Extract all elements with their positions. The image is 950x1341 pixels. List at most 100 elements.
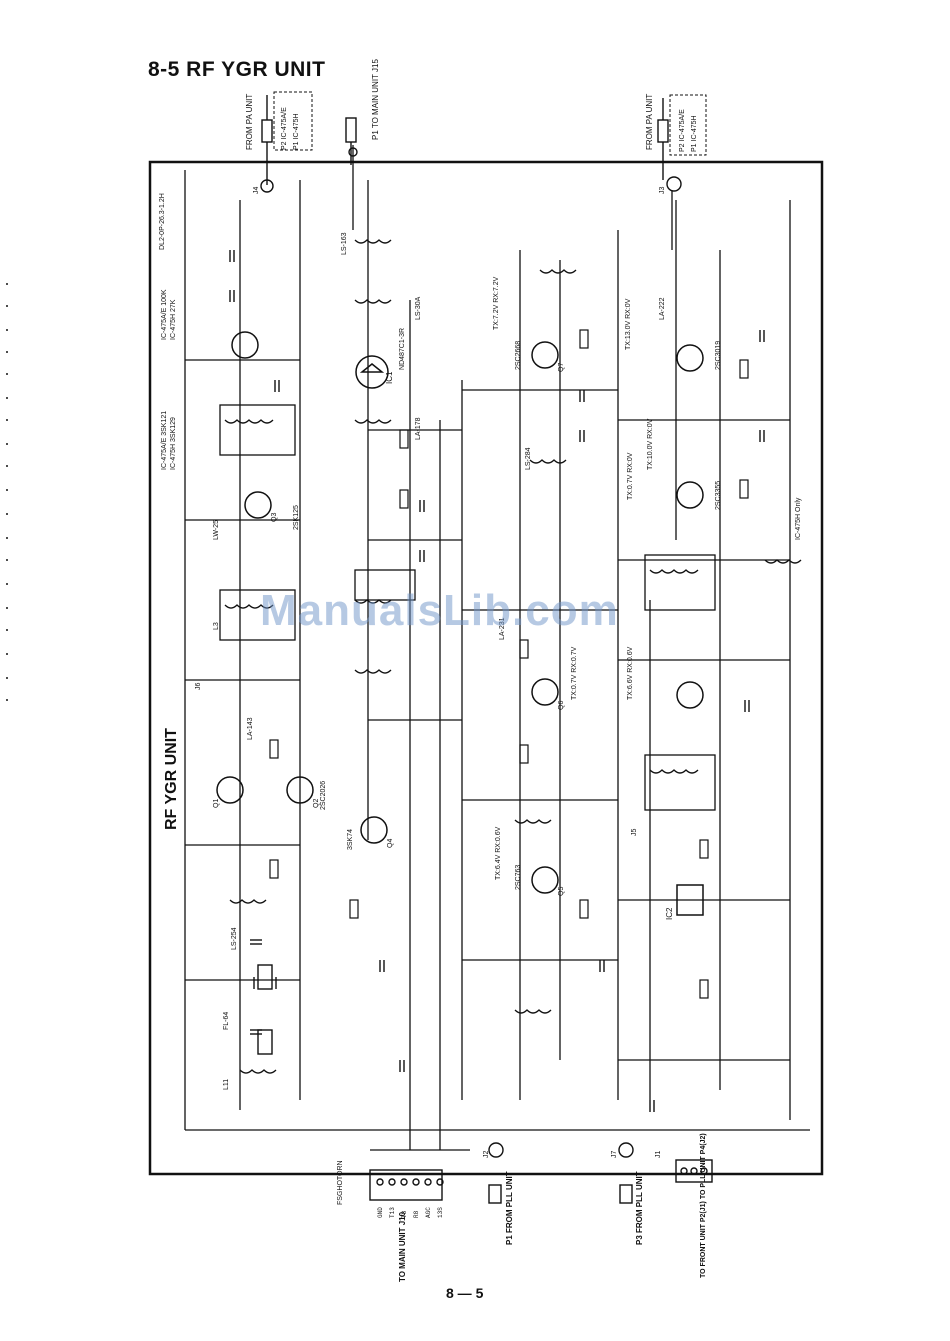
watermark: ManualsLib.com: [260, 586, 619, 635]
svg-text:FROM PA UNIT: FROM PA UNIT: [645, 94, 654, 150]
svg-text:P2 IC-475A/E: P2 IC-475A/E: [679, 109, 686, 152]
svg-text:R8: R8: [413, 1210, 420, 1218]
svg-text:J5: J5: [631, 829, 638, 837]
transistor-q2: [286, 776, 314, 804]
svg-text:2SC3019: 2SC3019: [715, 341, 722, 370]
transistor-q1: [216, 776, 244, 804]
svg-text:TX:6.6V RX:0.6V: TX:6.6V RX:0.6V: [627, 646, 634, 700]
transistor-q9: [676, 681, 704, 709]
svg-text:Q6: Q6: [558, 701, 565, 710]
svg-text:2SC2026: 2SC2026: [320, 781, 327, 810]
svg-text:LA-178: LA-178: [415, 417, 422, 440]
svg-text:FL-64: FL-64: [223, 1012, 230, 1030]
svg-text:T13: T13: [389, 1207, 396, 1218]
svg-text:P1 IC-475H: P1 IC-475H: [691, 115, 698, 152]
svg-text:L3: L3: [213, 622, 220, 630]
svg-text:P3 FROM PLL UNIT: P3 FROM PLL UNIT: [635, 1171, 644, 1245]
svg-text:IC-475H 3SK129: IC-475H 3SK129: [170, 417, 177, 470]
svg-text:FSGHOTORN: FSGHOTORN: [337, 1160, 344, 1205]
svg-text:FROM PA UNIT: FROM PA UNIT: [245, 94, 254, 150]
svg-text:13S: 13S: [437, 1207, 444, 1218]
transformers: [219, 404, 716, 811]
transistor-q11: [231, 331, 259, 359]
margin-ticks: [6, 283, 8, 701]
svg-text:Q4: Q4: [387, 839, 394, 848]
svg-text:IC-475H Only: IC-475H Only: [795, 497, 802, 540]
svg-text:P1 IC-475H: P1 IC-475H: [293, 113, 300, 150]
svg-text:LS-30A: LS-30A: [415, 296, 422, 320]
ic1-label: IC1: [385, 371, 394, 384]
part-labels: IC-475A/E 3SK121 IC-475H 3SK129 IC-475A/…: [159, 193, 802, 1090]
svg-text:T8: T8: [401, 1210, 408, 1218]
svg-text:Q1: Q1: [213, 799, 220, 808]
unit-title: RF YGR UNIT: [163, 728, 180, 830]
jack-j2: [488, 1142, 504, 1158]
capacitors: [229, 250, 765, 1112]
svg-text:P1 TO MAIN UNIT J15: P1 TO MAIN UNIT J15: [371, 59, 380, 140]
svg-text:DL2-0P-26.3-1.2H: DL2-0P-26.3-1.2H: [159, 193, 166, 250]
svg-text:LS-163: LS-163: [341, 232, 348, 255]
integrated-circuits: [355, 355, 704, 916]
svg-text:TX:0.7V RX:0.7V: TX:0.7V RX:0.7V: [571, 646, 578, 700]
transistor-q6: [531, 678, 559, 706]
transistor-q8: [676, 481, 704, 509]
svg-text:J3: J3: [659, 187, 666, 195]
section-title: 8-5 RF YGR UNIT: [148, 58, 326, 81]
svg-text:TO FRONT UNIT P2(J1) TO PLL UN: TO FRONT UNIT P2(J1) TO PLL UNIT P4(J2): [700, 1133, 707, 1278]
resistors: [269, 329, 749, 999]
crystal-filter-fl1: [253, 964, 277, 1055]
svg-text:J2: J2: [483, 1151, 490, 1159]
svg-text:AGC: AGC: [425, 1207, 432, 1218]
svg-text:J6: J6: [195, 683, 202, 691]
transistor-labels: Q1 Q2 Q3 Q4 Q5 Q6 Q7: [213, 363, 565, 896]
svg-text:TX:6.4V RX:0.6V: TX:6.4V RX:0.6V: [495, 826, 502, 880]
svg-text:TO MAIN UNIT J10: TO MAIN UNIT J10: [398, 1211, 407, 1282]
variant-box-left: [273, 91, 313, 151]
jack-j3: [666, 176, 682, 192]
ic1-symbol: [355, 355, 389, 389]
svg-text:Q3: Q3: [271, 513, 278, 522]
svg-text:LA-222: LA-222: [659, 297, 666, 320]
svg-text:2SC3355: 2SC3355: [715, 481, 722, 510]
top-connectors: [260, 95, 682, 193]
transistor-q7: [531, 341, 559, 369]
ic2-symbol: [676, 884, 704, 916]
svg-text:3SK74: 3SK74: [347, 829, 354, 850]
ic2-label: IC2: [665, 907, 674, 920]
svg-text:L11: L11: [223, 1079, 230, 1090]
svg-text:Q2: Q2: [313, 799, 320, 808]
svg-text:ND487C1-3R: ND487C1-3R: [399, 328, 406, 370]
svg-text:2SC2668: 2SC2668: [515, 341, 522, 370]
transistor-q10: [676, 344, 704, 372]
connector-labels: FROM PA UNIT P2 IC-475A/E P1 IC-475H P1 …: [195, 59, 707, 1282]
svg-text:J7: J7: [611, 1151, 618, 1159]
wiring: [184, 145, 810, 1151]
transistor-q5: [531, 866, 559, 894]
connector-block-right: [675, 1159, 713, 1183]
svg-text:GND: GND: [377, 1207, 384, 1218]
svg-text:P2 IC-475A/E: P2 IC-475A/E: [281, 107, 288, 150]
svg-text:Q7: Q7: [558, 363, 565, 372]
coils: [224, 239, 802, 1074]
svg-text:LA-231: LA-231: [499, 617, 506, 640]
svg-text:LA-143: LA-143: [247, 717, 254, 740]
svg-text:TX:13.0V RX:0V: TX:13.0V RX:0V: [625, 298, 632, 350]
svg-text:IC-475A/E 3SK121: IC-475A/E 3SK121: [161, 411, 168, 470]
svg-text:Q5: Q5: [558, 887, 565, 896]
transistor-q4: [360, 816, 388, 844]
jack-j7: [618, 1142, 634, 1158]
svg-text:2SC763: 2SC763: [515, 865, 522, 890]
svg-text:TX:0.7V RX:0V: TX:0.7V RX:0V: [627, 452, 634, 500]
svg-text:TX:10.0V RX:0V: TX:10.0V RX:0V: [647, 418, 654, 470]
svg-text:J4: J4: [253, 187, 260, 195]
page-number: 8 — 5: [446, 1285, 484, 1301]
svg-text:J1: J1: [655, 1151, 662, 1159]
bottom-connectors: [369, 1142, 713, 1204]
svg-text:LS-254: LS-254: [231, 927, 238, 950]
variant-box-right: [669, 94, 707, 156]
svg-text:2SK125: 2SK125: [293, 505, 300, 530]
svg-text:LW-25: LW-25: [213, 520, 220, 540]
svg-text:TX:7.2V RX:7.2V: TX:7.2V RX:7.2V: [493, 276, 500, 330]
